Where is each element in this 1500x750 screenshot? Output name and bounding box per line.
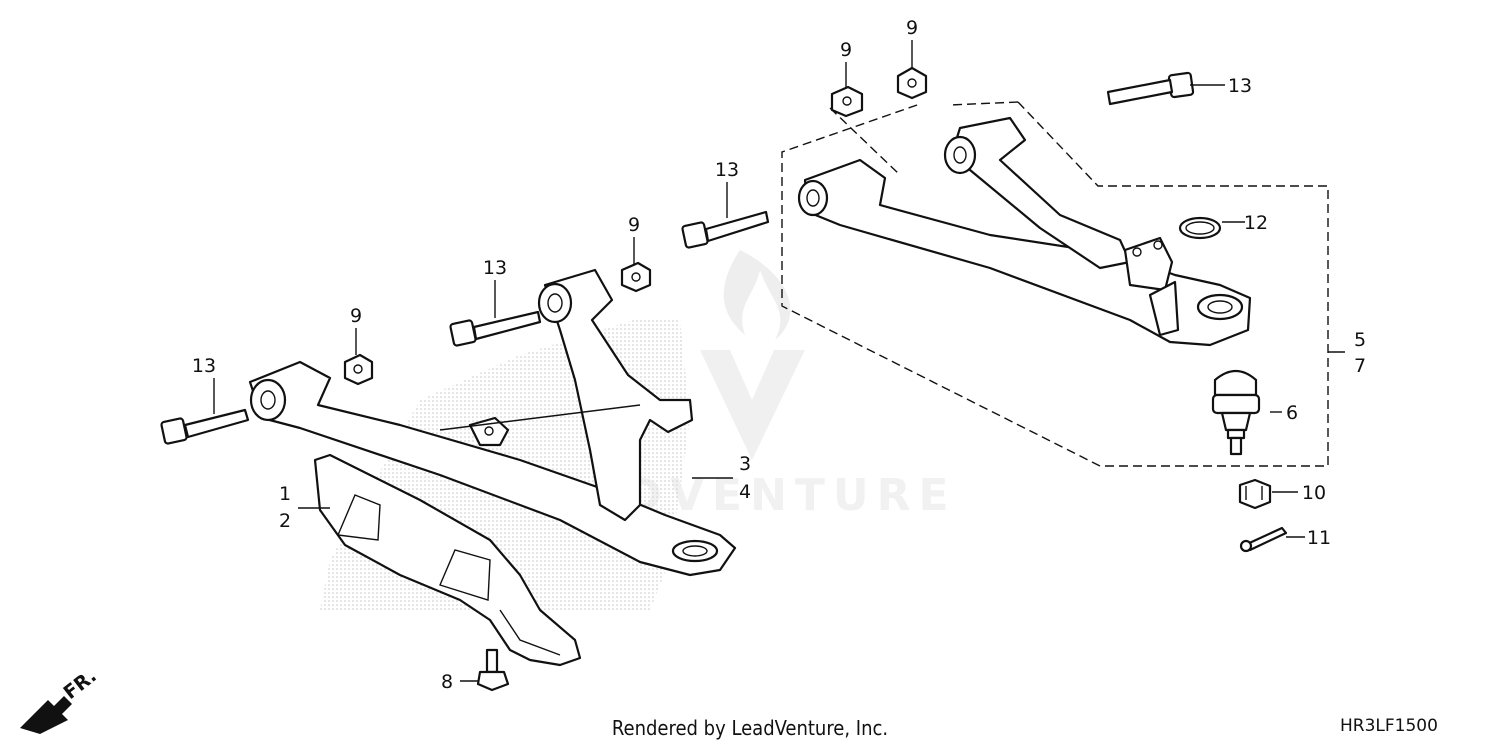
callout-5: 5 (1354, 329, 1366, 351)
nut-9-a[interactable] (343, 353, 374, 386)
callout-10: 10 (1302, 482, 1326, 504)
bolt-13-a[interactable] (160, 408, 250, 445)
callout-12: 12 (1244, 212, 1268, 234)
callout-6: 6 (1286, 402, 1298, 424)
callout-13-d: 13 (1228, 75, 1252, 97)
callout-3: 3 (739, 453, 751, 475)
callout-9-d: 9 (906, 17, 918, 39)
nut-9-b[interactable] (620, 261, 652, 293)
callout-2: 2 (279, 510, 291, 532)
nut-9-d[interactable] (896, 66, 928, 100)
circlip[interactable] (1178, 216, 1222, 240)
callout-7: 7 (1354, 355, 1366, 377)
callout-8: 8 (441, 671, 453, 693)
skid-plate[interactable] (313, 453, 582, 667)
lower-arm-left[interactable] (248, 268, 737, 577)
callout-4: 4 (739, 481, 751, 503)
castle-nut[interactable] (1238, 478, 1272, 510)
footer-credit: Rendered by LeadVenture, Inc. (611, 716, 889, 740)
nut-9-c[interactable] (830, 85, 864, 118)
diagram-code: HR3LF1500 (1340, 716, 1438, 736)
callout-9-c: 9 (840, 39, 852, 61)
callout-9-b: 9 (628, 214, 640, 236)
callout-labels: 1 2 3 4 5 6 7 8 9 9 9 9 10 11 12 13 13 1… (192, 17, 1366, 693)
bolt-13-b[interactable] (449, 310, 542, 347)
upper-arm-right[interactable] (797, 116, 1252, 347)
callout-9-a: 9 (350, 305, 362, 327)
callout-13-a: 13 (192, 355, 216, 377)
assembly-5-7-box (781, 101, 1329, 467)
callout-13-c: 13 (715, 159, 739, 181)
bolt-13-c[interactable] (681, 210, 770, 249)
cotter-pin[interactable] (1239, 526, 1288, 553)
bolt-8[interactable] (476, 648, 510, 692)
callout-13-b: 13 (483, 257, 507, 279)
leader-lines (213, 40, 1345, 682)
bolt-13-d[interactable] (1106, 71, 1195, 106)
ball-joint[interactable] (1211, 369, 1261, 456)
callout-1: 1 (279, 483, 291, 505)
callout-11: 11 (1307, 527, 1331, 549)
